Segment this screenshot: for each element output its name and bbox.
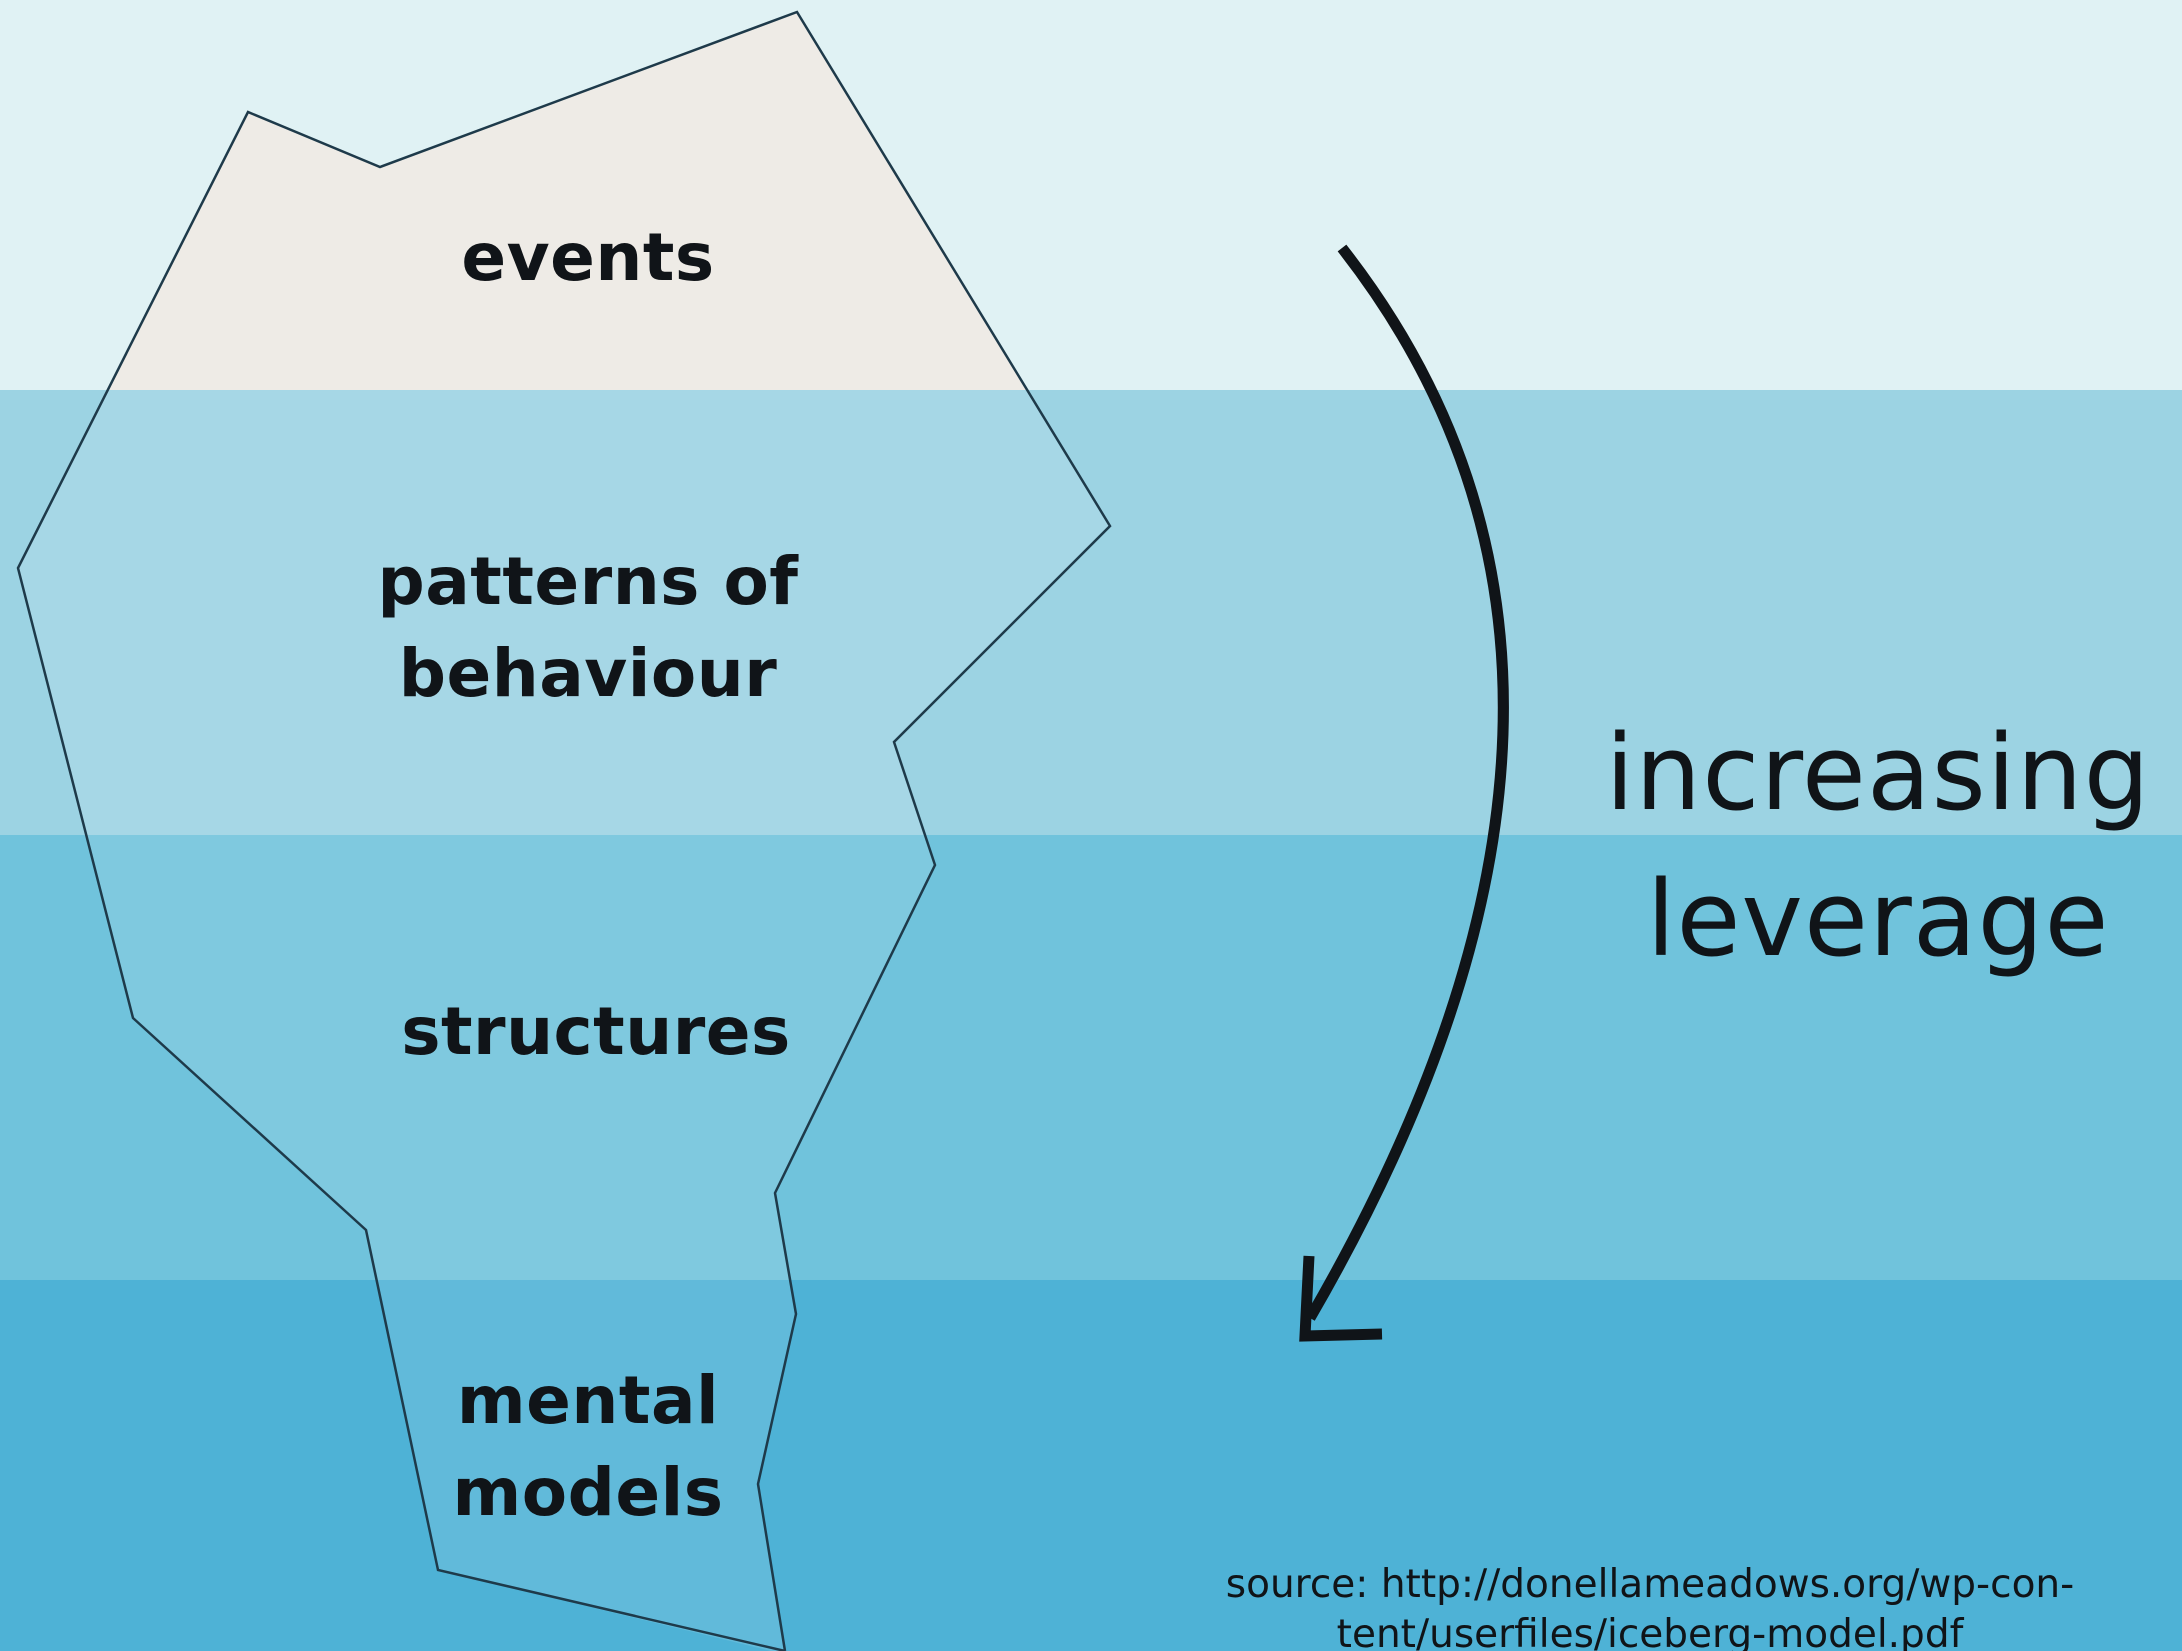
surface-water-band [0, 390, 2182, 835]
arrow-head [1299, 1255, 1383, 1342]
layer-label-structures: structures [401, 993, 791, 1070]
iceberg-body [18, 390, 1110, 1651]
deep-water-band [0, 1280, 2182, 1651]
source-note: source: http://donellameadows.org/wp-con… [1225, 1562, 2075, 1651]
middle-water-band [0, 835, 2182, 1280]
iceberg-outline [16, 10, 1112, 1651]
arrow-shaft [1305, 244, 1509, 1321]
iceberg-tip [107, 12, 1028, 390]
curved-arrow-down-left-icon [1299, 244, 1509, 1342]
layer-label-events: events [461, 219, 715, 296]
layer-label-patterns-of-behaviour: patterns of behaviour [377, 543, 799, 712]
layer-label-mental-models: mental models [452, 1362, 724, 1531]
increasing-leverage-label: increasing leverage [1605, 712, 2151, 980]
